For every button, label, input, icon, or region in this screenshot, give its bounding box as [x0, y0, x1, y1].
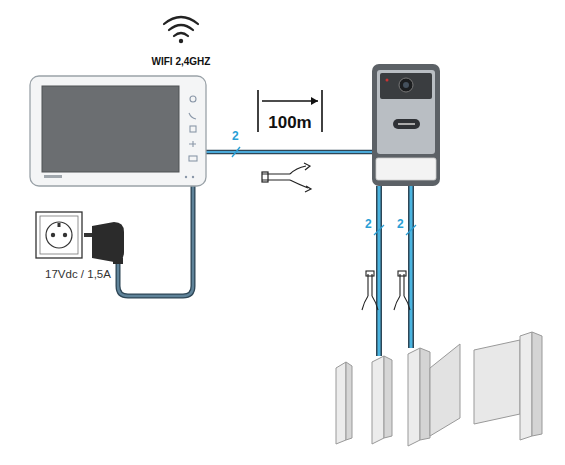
wire-count: 2	[365, 218, 372, 231]
door-station	[372, 64, 440, 186]
power-rating: 17Vdc / 1,5A	[45, 268, 111, 281]
gate-wire	[410, 186, 413, 348]
distance-label: 100m	[268, 114, 311, 133]
wire-count: 2	[232, 130, 239, 143]
cable-icon	[262, 163, 311, 192]
wire-count: 2	[397, 218, 404, 231]
distance-dimension	[258, 90, 322, 132]
wifi-label: WIFI 2,4GHZ	[152, 56, 211, 67]
cable-icon	[362, 271, 410, 310]
wifi-icon	[164, 17, 198, 36]
bus-wire	[203, 150, 374, 155]
power-adapter	[84, 222, 124, 264]
driveway-gate	[408, 332, 542, 446]
gate-wire	[378, 186, 381, 356]
wall-outlet	[36, 212, 82, 258]
pedestrian-gate	[336, 356, 392, 444]
monitor	[30, 76, 206, 186]
power-cable	[118, 184, 193, 296]
